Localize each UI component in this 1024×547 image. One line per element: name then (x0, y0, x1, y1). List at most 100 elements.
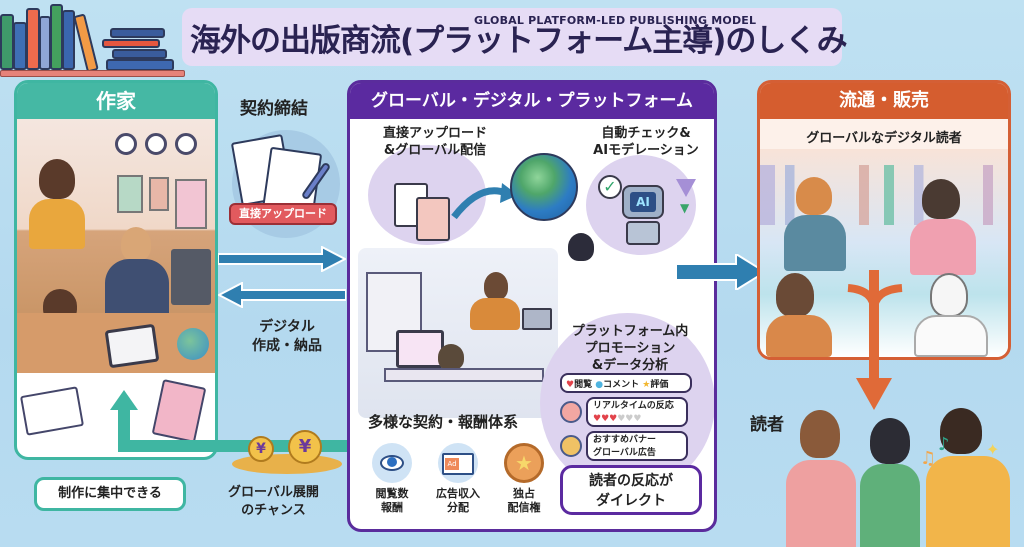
yen-coin: ¥ (288, 430, 322, 464)
ai-title-line1: 自動チェック& (601, 126, 691, 141)
focus-on-creation-bubble: 制作に集中できる (34, 477, 186, 511)
promotion-feature-title: プラットフォーム内 プロモーション &データ分析 (550, 323, 710, 374)
poster (117, 175, 143, 213)
metrics-pill: ♥閲覧 ●コメント ★評価 (560, 373, 692, 393)
writer-panel-header: 作家 (17, 83, 215, 119)
feedback-line2: ダイレクト (596, 493, 666, 509)
arrow-down-icon: ▼ (680, 201, 690, 215)
ad-label: Ad (445, 458, 459, 470)
clock-icon (145, 133, 167, 155)
checkmark-icon: ✓ (598, 175, 622, 199)
robot-ai-label: AI (630, 192, 656, 212)
office-workspace-illustration (358, 248, 558, 418)
reward-item-exclusive: ★ 独占 配信権 (494, 443, 554, 515)
shelf (0, 70, 185, 77)
arrow-left-icon (218, 282, 346, 308)
reader-person-body (914, 315, 988, 357)
robot-icon: AI (622, 185, 664, 219)
promo-title-line2: プロモーション (584, 341, 676, 356)
monitor (171, 249, 211, 305)
reader-person-body (910, 219, 976, 275)
digital-label-line2: 作成・納品 (252, 338, 322, 354)
robot-body (626, 221, 660, 245)
manga-book (19, 386, 85, 436)
office-worker (484, 272, 508, 300)
promo-title-line1: プラットフォーム内 (571, 324, 689, 339)
distribution-subheader: グローバルなデジタル読者 (806, 131, 962, 146)
hearts-rating: ♥♥♥♥♥♥ (593, 414, 642, 424)
page-title: 海外の出版商流(プラットフォーム主導)のしくみ (190, 22, 848, 59)
readers-illustration: ♫ ♪ ✦ (760, 400, 1024, 547)
page-subtitle-en: GLOBAL PLATFORM-LED PUBLISHING MODEL (474, 14, 757, 27)
reader-person (796, 177, 832, 215)
reward-label-line2: 報酬 (381, 501, 403, 514)
ai-title-line2: AIモデレーション (593, 143, 699, 158)
banner-ad-pill: おすすめバナー グローバル広告 (586, 431, 688, 461)
reward-label-line2: 分配 (447, 501, 469, 514)
office-worker-body (470, 298, 520, 330)
banner-line2: グローバル広告 (593, 448, 656, 458)
promo-title-line3: &データ分析 (591, 358, 669, 373)
reader-person (922, 179, 960, 219)
coins-icon: ¥ ¥ (232, 430, 342, 475)
editor-person (121, 227, 151, 261)
views-label: 閲覧 (574, 380, 593, 390)
title-banner: 海外の出版商流(プラットフォーム主導)のしくみ GLOBAL PLATFORM-… (182, 8, 848, 66)
reader-feedback-bubble: 読者の反応が ダイレクト (560, 465, 702, 515)
digital-delivery-label: デジタル 作成・納品 (252, 318, 322, 356)
heart-icon: ♥ (566, 380, 575, 390)
reader-person-body (766, 315, 832, 357)
laptop (522, 308, 552, 330)
reward-label-line2: 配信権 (507, 501, 541, 514)
reward-item-views: 閲覧数 報酬 (362, 443, 422, 515)
globe-icon (510, 153, 578, 221)
desk (384, 368, 544, 382)
office-worker (438, 344, 464, 370)
writer-person (39, 159, 75, 199)
global-readers-illustration (760, 149, 1008, 357)
reader-person-body (784, 215, 846, 271)
clock-icon (175, 133, 197, 155)
medal-icon: ★ (504, 443, 544, 483)
reader-person (870, 418, 910, 464)
writer-studio-illustration (17, 119, 215, 323)
reader-person (930, 273, 968, 317)
arrow-right-icon (218, 246, 346, 272)
comment-icon: ● (595, 380, 604, 390)
reader-person (800, 410, 840, 458)
digital-label-line1: デジタル (259, 319, 315, 335)
office-worker-laptop (568, 233, 594, 261)
manga-page-icon (416, 197, 450, 241)
realtime-label: リアルタイムの反応 (593, 401, 674, 411)
chance-line1: グローバル展開 (228, 485, 319, 500)
contract-types-title: 多様な契約・報酬体系 (368, 413, 519, 431)
readers-label: 読者 (750, 415, 784, 435)
platform-panel: グローバル・デジタル・プラットフォーム 直接アップロード &グローバル配信 自動… (347, 80, 717, 532)
direct-upload-badge: 直接アップロード (229, 203, 337, 225)
distribution-panel-header: 流通・販売 (760, 83, 1008, 119)
user-avatar-icon (560, 401, 582, 423)
editor-person-body (105, 259, 169, 319)
reward-item-ad: Ad 広告収入 分配 (428, 443, 488, 515)
reader-person (940, 408, 982, 454)
computer-monitor (396, 330, 444, 368)
contract-label: 契約締結 (240, 99, 308, 119)
globe-icon (177, 328, 209, 360)
realtime-reaction-pill: リアルタイムの反応 ♥♥♥♥♥♥ (586, 397, 688, 427)
reward-label-line1: 独占 (513, 487, 535, 500)
filter-funnel-icon (676, 179, 696, 197)
writer-panel: 作家 (14, 80, 218, 460)
comments-label: コメント (603, 380, 640, 390)
ad-icon: Ad (438, 443, 478, 483)
writer-person-body (29, 199, 85, 249)
ratings-label: 評価 (650, 380, 669, 390)
global-chance-label: グローバル展開 のチャンス (228, 484, 319, 520)
yen-coin: ¥ (248, 436, 274, 462)
upload-feature-title: 直接アップロード &グローバル配信 (360, 125, 510, 159)
reward-label-line1: 広告収入 (436, 487, 480, 500)
megaphone-icon (560, 435, 582, 457)
feedback-line1: 読者の反応が (589, 473, 673, 489)
eye-icon (372, 443, 412, 483)
chance-line2: のチャンス (241, 503, 306, 518)
music-note-icon: ♫ (920, 448, 937, 469)
